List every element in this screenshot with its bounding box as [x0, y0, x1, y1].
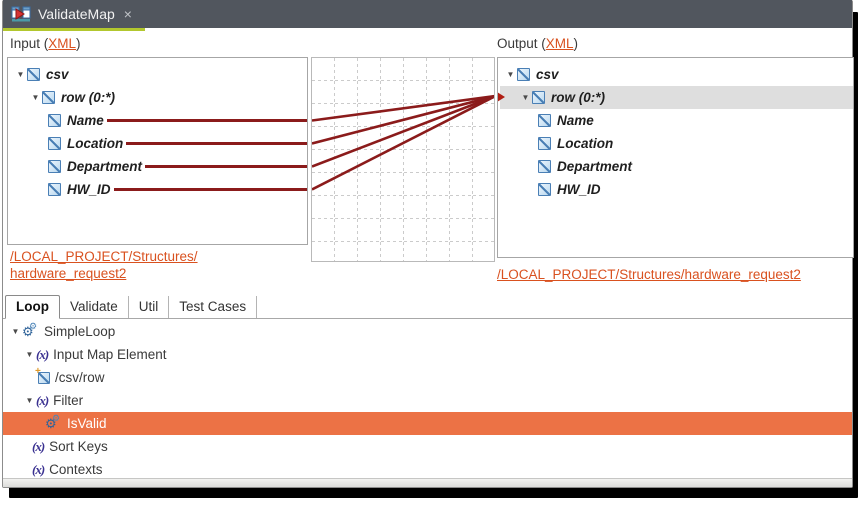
xml-element-icon: [538, 114, 551, 127]
expander-icon[interactable]: ▼: [16, 70, 25, 79]
output-node-department[interactable]: Department: [498, 155, 853, 178]
formula-icon: (x): [32, 461, 45, 477]
input-tree-panel: ▼ csv ▼ row (0:*) Name Location Departme…: [7, 57, 308, 245]
output-header-prefix: Output (: [497, 36, 546, 51]
xml-element-icon: [48, 114, 61, 127]
loop-node-csv-row[interactable]: + /csv/row: [35, 365, 105, 386]
active-tab-underline: [3, 28, 145, 31]
gears-icon: ⚙⚙: [45, 413, 61, 431]
output-header: Output (XML): [497, 36, 578, 51]
tab-validatemap[interactable]: ValidateMap ×: [3, 0, 145, 28]
output-node-location[interactable]: Location: [498, 132, 853, 155]
close-icon[interactable]: ×: [123, 6, 132, 22]
xml-element-icon: [42, 91, 55, 104]
expander-icon[interactable]: ▼: [25, 350, 34, 359]
expander-icon[interactable]: ▼: [25, 396, 34, 405]
window-bottom-strip: [3, 478, 852, 487]
mapping-arrow-icon: [498, 92, 505, 102]
loop-node-filter[interactable]: ▼ (x) Filter: [3, 389, 852, 412]
input-header-suffix: ): [76, 36, 81, 51]
selected-row-highlight: [500, 86, 853, 109]
validate-map-window: ValidateMap × Input (XML) Output (XML) ▼…: [2, 0, 854, 488]
output-node-hwid[interactable]: HW_ID: [498, 178, 853, 201]
input-node-name[interactable]: Name: [8, 109, 307, 132]
output-xml-link[interactable]: XML: [545, 36, 574, 51]
mapping-canvas[interactable]: [311, 57, 495, 262]
expander-icon[interactable]: ▼: [11, 327, 20, 336]
output-header-suffix: ): [573, 36, 579, 51]
xml-element-icon: [48, 137, 61, 150]
editor-tabbar: ValidateMap ×: [3, 0, 852, 31]
validate-map-icon: [11, 6, 31, 21]
grid-background: [312, 58, 494, 261]
mapping-lines: [312, 94, 494, 191]
input-header: Input (XML): [10, 36, 81, 51]
expander-icon[interactable]: ▼: [521, 93, 530, 102]
input-xml-link[interactable]: XML: [48, 36, 77, 51]
xml-element-icon: [48, 160, 61, 173]
loop-node-contexts[interactable]: (x) Contexts: [32, 461, 103, 478]
xml-element-icon: [538, 160, 551, 173]
mapping-line-segment: [106, 119, 307, 122]
xml-element-icon: [538, 137, 551, 150]
output-node-name[interactable]: Name: [498, 109, 853, 132]
tab-validate[interactable]: Validate: [60, 296, 129, 318]
tab-util[interactable]: Util: [129, 296, 170, 318]
formula-icon: (x): [36, 346, 49, 362]
bottom-tab-strip: Loop Validate Util Test Cases: [3, 295, 852, 319]
loop-tree: ▼ ⚙⚙ SimpleLoop ▼ (x) Input Map Element …: [3, 320, 852, 481]
formula-icon: (x): [32, 438, 45, 454]
mapping-line-segment: [145, 165, 307, 168]
xml-element-new-icon: +: [35, 366, 50, 384]
xml-element-icon: [538, 183, 551, 196]
loop-node-sort-keys[interactable]: (x) Sort Keys: [32, 438, 108, 455]
input-node-hwid[interactable]: HW_ID: [8, 178, 307, 201]
mapping-line-segment: [126, 142, 307, 145]
input-node-location[interactable]: Location: [8, 132, 307, 155]
loop-node-input-map-element[interactable]: ▼ (x) Input Map Element: [3, 343, 852, 366]
output-structure-link[interactable]: /LOCAL_PROJECT/Structures/hardware_reque…: [497, 267, 801, 282]
expander-icon[interactable]: ▼: [506, 70, 515, 79]
xml-element-icon: [532, 91, 545, 104]
loop-node-simpleloop[interactable]: ▼ ⚙⚙ SimpleLoop: [3, 320, 852, 343]
expander-icon[interactable]: ▼: [31, 93, 40, 102]
input-structure-link[interactable]: /LOCAL_PROJECT/Structures/ hardware_requ…: [10, 249, 198, 281]
input-node-department[interactable]: Department: [8, 155, 307, 178]
output-node-csv[interactable]: ▼ csv: [498, 63, 853, 86]
tab-test-cases[interactable]: Test Cases: [169, 296, 258, 318]
input-header-prefix: Input (: [10, 36, 49, 51]
xml-element-icon: [517, 68, 530, 81]
xml-element-icon: [48, 183, 61, 196]
gears-icon: ⚙⚙: [22, 321, 38, 339]
input-node-row[interactable]: ▼ row (0:*): [8, 86, 307, 109]
output-tree-panel: ▼ csv ▼ row (0:*) Name Location Departme…: [497, 57, 854, 258]
editor-tab-title: ValidateMap: [38, 6, 115, 22]
input-node-csv[interactable]: ▼ csv: [8, 63, 307, 86]
output-node-row[interactable]: ▼ row (0:*): [498, 86, 853, 109]
xml-element-icon: [27, 68, 40, 81]
loop-node-isvalid[interactable]: ⚙⚙ IsValid: [3, 412, 852, 435]
formula-icon: (x): [36, 392, 49, 408]
mapping-line-segment: [113, 188, 307, 191]
tab-loop[interactable]: Loop: [5, 295, 60, 319]
